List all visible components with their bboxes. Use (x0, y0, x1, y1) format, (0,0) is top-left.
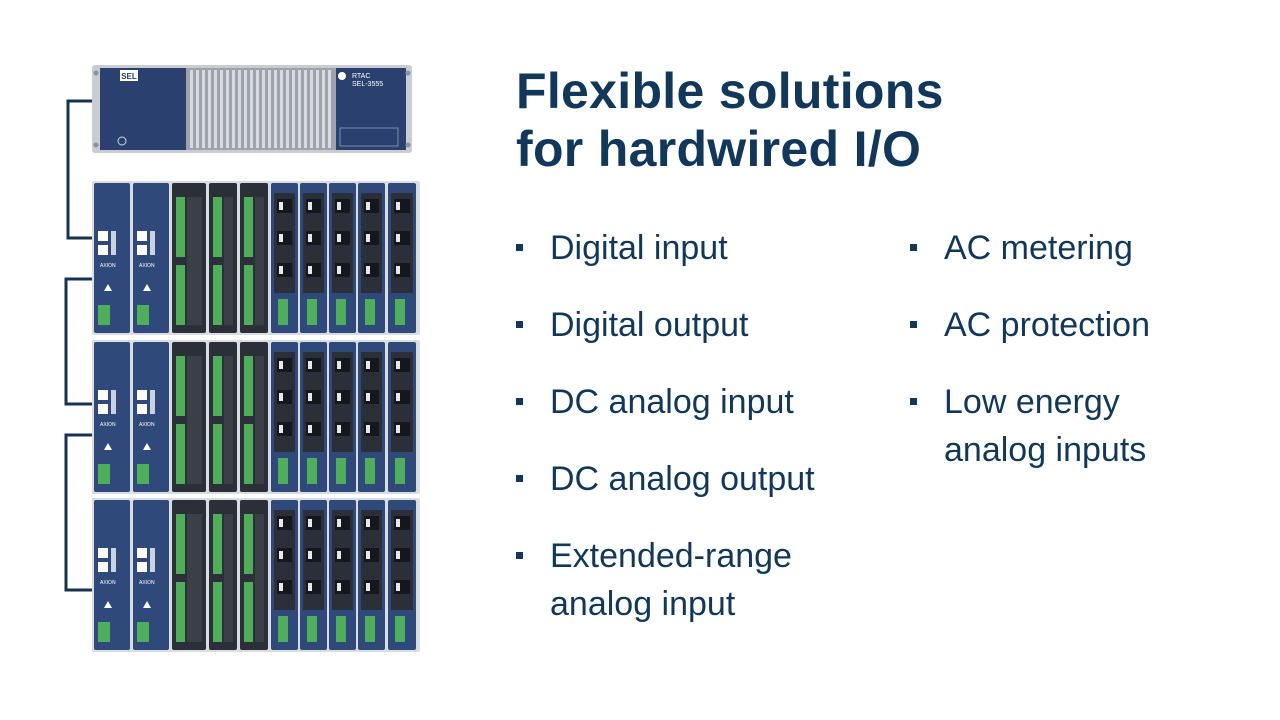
bullet-text: Extended-range (550, 537, 792, 575)
svg-text:AXION: AXION (100, 422, 116, 428)
bullet-marker-icon (910, 321, 917, 328)
bullet-text: AC protection (944, 306, 1150, 344)
connector-line (66, 99, 96, 240)
io-module: AXION (94, 183, 130, 333)
warning-icon (143, 443, 151, 450)
io-chassis: AXION AXION (92, 340, 420, 494)
warning-icon (104, 443, 112, 450)
io-module (300, 183, 327, 333)
bullet-item: AC protection (908, 301, 1248, 349)
io-module (172, 500, 206, 650)
rtac-chassis: SEL RTAC SEL-3555 (92, 65, 412, 153)
io-module (388, 342, 416, 492)
title-line: for hardwired I/O (516, 121, 922, 177)
connector-line (64, 433, 96, 592)
io-module (388, 183, 416, 333)
bullet-item: Digital output (514, 301, 884, 349)
io-module (209, 183, 237, 333)
warning-icon (104, 284, 112, 291)
svg-text:AXION: AXION (139, 580, 155, 586)
io-chassis: AXION AXION (92, 498, 420, 652)
io-module (388, 500, 416, 650)
io-module (300, 500, 327, 650)
io-module (271, 500, 298, 650)
rtac-model-line1: RTAC (352, 73, 370, 80)
bullet-item: DC analog output (514, 455, 884, 503)
bullet-text: AC metering (944, 229, 1133, 267)
slide-title: Flexible solutions for hardwired I/O (516, 62, 944, 178)
bullet-marker-icon (910, 398, 917, 405)
left-bullet-list: Digital input Digital output DC analog i… (514, 224, 884, 657)
io-module: AXION (133, 342, 169, 492)
warning-icon (143, 601, 151, 608)
svg-text:AXION: AXION (100, 263, 116, 269)
io-module (209, 500, 237, 650)
io-module: AXION (133, 183, 169, 333)
bullet-text: DC analog input (550, 383, 794, 421)
io-module (358, 500, 385, 650)
io-module (329, 342, 356, 492)
bullet-marker-icon (516, 552, 523, 559)
rtac-model-line2: SEL-3555 (352, 81, 383, 88)
sel-logo-icon (120, 70, 138, 81)
warning-icon (104, 601, 112, 608)
io-module: AXION (94, 500, 130, 650)
io-module: AXION (133, 500, 169, 650)
io-module (209, 342, 237, 492)
svg-text:AXION: AXION (100, 580, 116, 586)
io-module (300, 342, 327, 492)
io-module (358, 342, 385, 492)
power-button-icon (117, 136, 127, 146)
bullet-text: DC analog output (550, 460, 815, 498)
io-module (329, 183, 356, 333)
rtac-badge: SEL (121, 72, 137, 81)
bullet-item: Digital input (514, 224, 884, 272)
bullet-text: Low energy (944, 383, 1120, 421)
rtac-star-icon (338, 72, 346, 80)
bullet-marker-icon (516, 244, 523, 251)
bullet-marker-icon (516, 398, 523, 405)
bullet-item: AC metering (908, 224, 1248, 272)
bullet-text: Digital input (550, 229, 728, 267)
io-module (240, 500, 268, 650)
bullet-item: DC analog input (514, 378, 884, 426)
bullet-marker-icon (516, 475, 523, 482)
io-chassis: AXION AXION (92, 181, 420, 335)
io-module (358, 183, 385, 333)
bullet-text: analog input (550, 585, 736, 623)
bullet-text: analog inputs (944, 431, 1147, 469)
bullet-marker-icon (516, 321, 523, 328)
svg-text:AXION: AXION (139, 422, 155, 428)
io-module (271, 342, 298, 492)
io-module (172, 183, 206, 333)
bullet-item: Extended-range analog input (514, 532, 884, 628)
io-module (329, 500, 356, 650)
io-module (172, 342, 206, 492)
io-module: AXION (94, 342, 130, 492)
connector-line (64, 277, 96, 406)
bullet-marker-icon (910, 244, 917, 251)
right-bullet-list: AC metering AC protection Low energy anal… (908, 224, 1248, 503)
bullet-text: Digital output (550, 306, 749, 344)
warning-icon (143, 284, 151, 291)
bullet-item: Low energy analog inputs (908, 378, 1248, 474)
io-module (240, 342, 268, 492)
io-module (271, 183, 298, 333)
svg-text:AXION: AXION (139, 263, 155, 269)
io-module (240, 183, 268, 333)
title-line: Flexible solutions (516, 63, 944, 119)
